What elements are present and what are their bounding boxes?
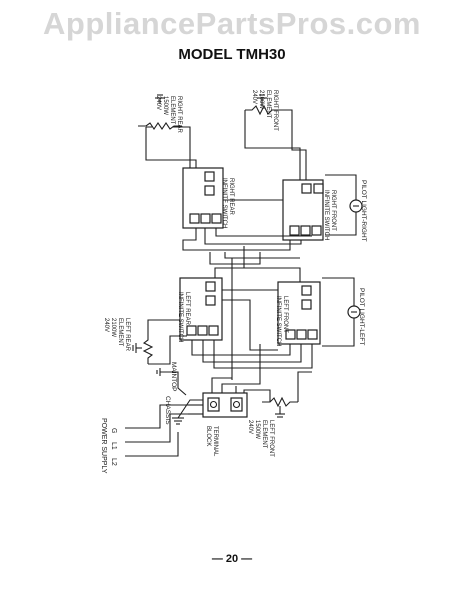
pilot-light-right: PILOT LIGHT-RIGHT: [325, 174, 367, 242]
lf-element-line3: 1500W: [254, 420, 260, 439]
svg-text:RIGHT REAR INFINITE SWIT: RIGHT REAR INFINITE SWITCH: [221, 178, 234, 228]
rr-element-line1: RIGHT REAR: [176, 96, 182, 134]
power-supply-l2: L2: [110, 458, 117, 466]
page-number: — 20 —: [211, 553, 253, 565]
lf-element-line4: 240V: [247, 420, 253, 434]
middle-wiring-bus: [191, 246, 313, 380]
rr-switch-line1: RIGHT REAR: [228, 178, 234, 216]
rf-switch-line2: INFINITE SWITCH: [323, 190, 329, 240]
watermark: AppliancePartsPros.com: [43, 6, 421, 41]
power-supply-g: G: [110, 428, 117, 433]
left-rear-element: LEFT REAR ELEMENT 2100W 240V: [103, 318, 187, 365]
svg-text:RIGHT FRONT ELEMENT: RIGHT FRONT ELEMENT 2100W 240V: [251, 90, 278, 132]
top-wiring-bus: [182, 199, 312, 265]
lr-element-line2: ELEMENT: [117, 318, 123, 347]
rf-element-line2: ELEMENT: [265, 90, 271, 119]
terminal-block: TERMINAL BLOCK: [202, 392, 248, 458]
power-supply-l1: L1: [110, 442, 117, 450]
right-rear-element: RIGHT REAR ELEMENT 1500W 240V: [138, 94, 197, 168]
rf-switch-line1: RIGHT FRONT: [330, 190, 336, 231]
rr-element-line3: 1500W: [162, 96, 168, 115]
pilot-light-left-label: PILOT LIGHT-LEFT: [358, 288, 365, 345]
right-front-element: RIGHT FRONT ELEMENT 2100W 240V: [244, 90, 307, 180]
svg-text:TERMINAL BLOCK: TERMINAL BLOCK: [205, 426, 218, 458]
maintop-label: MAINTOP: [170, 362, 177, 392]
svg-text:RIGHT FRONT INFINITE SWI: RIGHT FRONT INFINITE SWITCH: [323, 190, 336, 240]
maintop-ground: MAINTOP: [156, 362, 187, 396]
lr-element-line1: LEFT REAR: [124, 318, 130, 352]
rr-element-line4: 240V: [155, 96, 161, 110]
lf-switch-line2: INFINITE SWITCH: [275, 296, 281, 346]
rf-element-line4: 240V: [251, 90, 257, 104]
terminal-block-line2: BLOCK: [205, 426, 211, 446]
right-front-infinite-switch: RIGHT FRONT INFINITE SWITCH: [282, 179, 336, 241]
right-rear-infinite-switch: RIGHT REAR INFINITE SWITCH: [182, 167, 234, 229]
lr-switch-line1: LEFT REAR: [184, 292, 190, 326]
rr-switch-line2: INFINITE SWITCH: [221, 178, 227, 228]
rr-element-line2: ELEMENT: [169, 96, 175, 125]
lr-element-line4: 240V: [103, 318, 109, 332]
terminal-block-wiring: [188, 374, 271, 415]
lr-element-line3: 2100W: [110, 318, 116, 337]
lf-switch-line1: LEFT FRONT: [282, 296, 288, 333]
pilot-light-left: PILOT LIGHT-LEFT: [322, 277, 365, 347]
left-front-element: LEFT FRONT ELEMENT 1500W 240V: [247, 371, 312, 458]
rf-element-line3: 2100W: [258, 90, 264, 109]
chassis-ground: CHASSIS: [164, 396, 203, 425]
pilot-light-right-label: PILOT LIGHT-RIGHT: [360, 180, 367, 242]
svg-text:LEFT REAR ELEMENT: LEFT REAR ELEMENT 2100W 240V: [103, 318, 130, 353]
power-supply-label: POWER SUPPLY: [100, 418, 107, 474]
svg-text:LEFT REAR INFINITE SWITC: LEFT REAR INFINITE SWITCH: [177, 292, 190, 342]
terminal-block-line1: TERMINAL: [212, 426, 218, 457]
power-supply: POWER SUPPLY G L1 L2: [100, 404, 188, 474]
rf-element-line1: RIGHT FRONT: [272, 90, 278, 131]
lf-element-line2: ELEMENT: [261, 420, 267, 449]
lr-switch-line2: INFINITE SWITCH: [177, 292, 183, 342]
diagram-title: MODEL TMH30: [178, 46, 286, 63]
svg-text:LEFT FRONT ELEMENT: LEFT FRONT ELEMENT 1500W 240V: [247, 420, 274, 458]
left-front-infinite-switch: LEFT FRONT INFINITE SWITCH: [275, 281, 321, 346]
chassis-label: CHASSIS: [164, 396, 171, 425]
lf-element-line1: LEFT FRONT: [268, 420, 274, 457]
svg-text:RIGHT REAR ELEMENT: RIGHT REAR ELEMENT 1500W 240V: [155, 96, 182, 135]
left-rear-infinite-switch: LEFT REAR INFINITE SWITCH: [177, 277, 223, 342]
svg-text:LEFT FRONT INFINITE SWIT: LEFT FRONT INFINITE SWITCH: [275, 296, 288, 346]
